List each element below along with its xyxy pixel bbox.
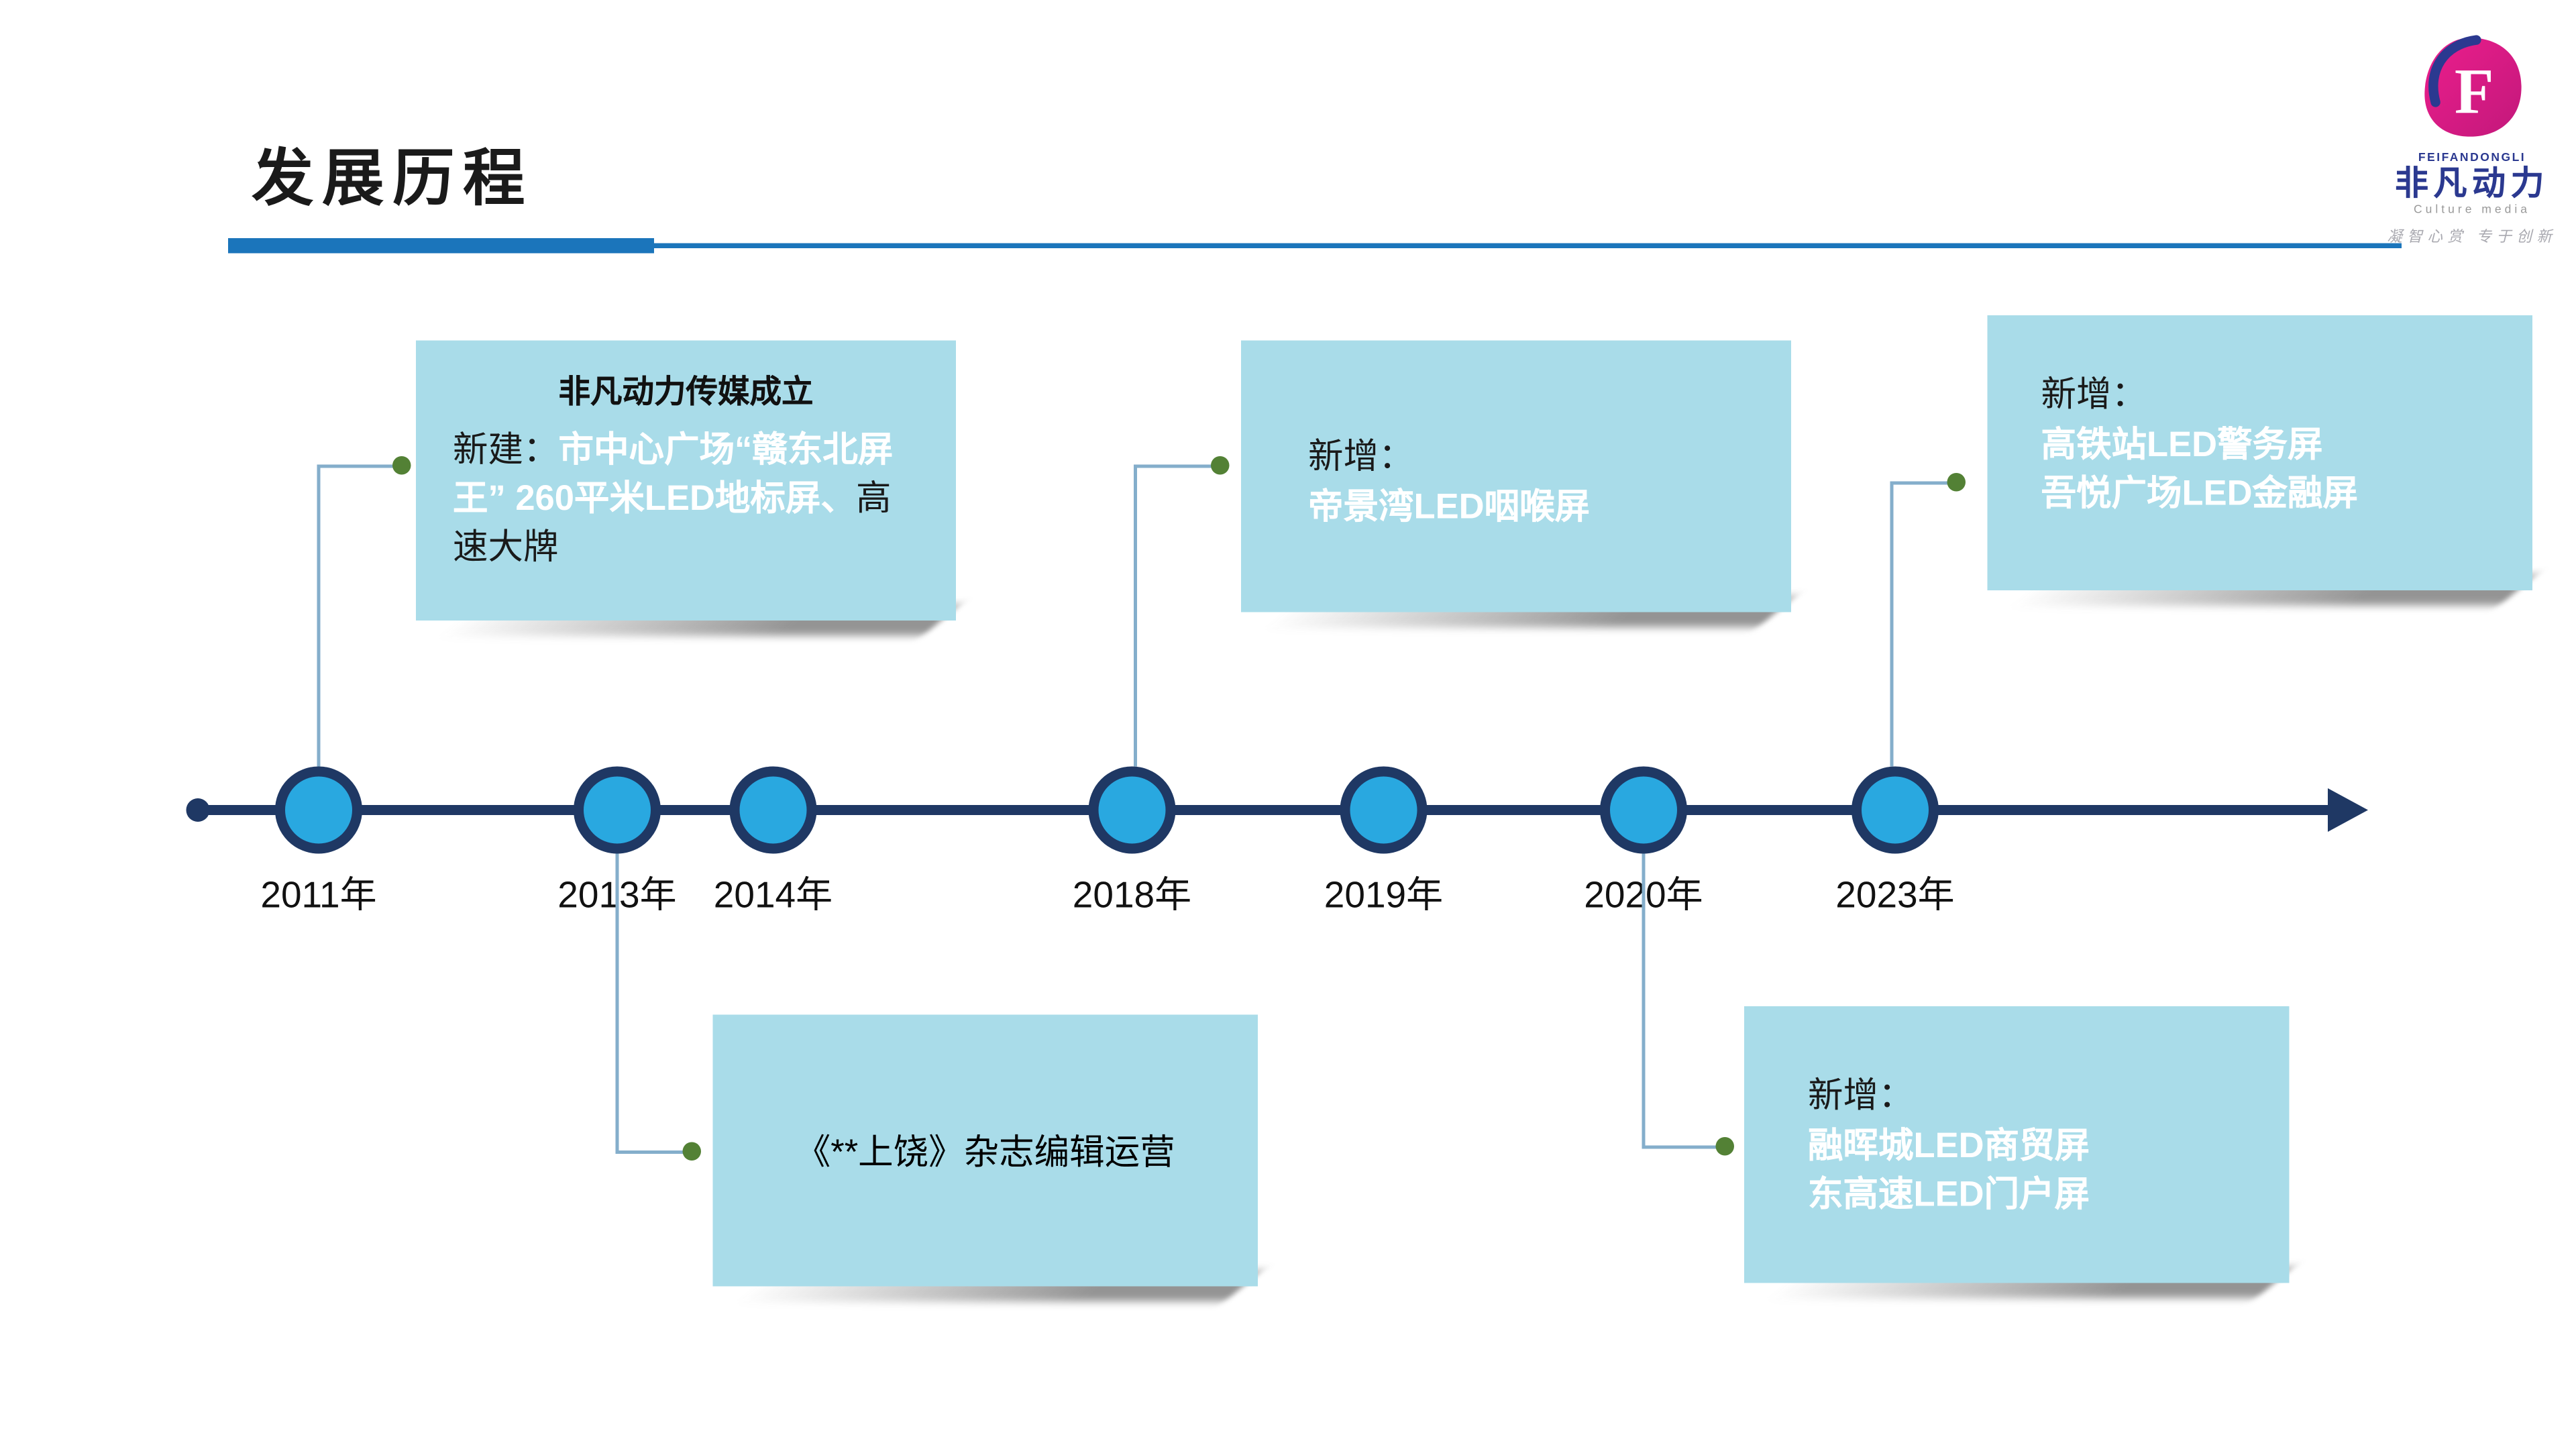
connector-2020-vertical: [1642, 853, 1646, 1149]
connector-2023-vertical: [1890, 483, 1894, 767]
connector-2011-horizontal: [317, 464, 399, 468]
callout-2018-line1: 帝景湾LED咽喉屏: [1308, 488, 1590, 527]
connector-2018-vertical: [1134, 466, 1137, 767]
callout-2020: 新增： 融晖城LED商贸屏 东高速LED门户屏: [1744, 1006, 2290, 1283]
timeline-node-2011: [275, 766, 362, 854]
year-label-2019: 2019年: [1324, 873, 1444, 916]
callout-2020-line1: 融晖城LED商贸屏: [1808, 1126, 2090, 1166]
connector-2013-dot: [682, 1142, 701, 1161]
callout-2018-prefix: 新增：: [1308, 435, 1758, 483]
timeline-node-2020: [1600, 766, 1687, 854]
connector-2018-dot: [1211, 456, 1230, 475]
connector-2018-horizontal: [1134, 464, 1218, 468]
callout-2020-prefix: 新增：: [1808, 1073, 2263, 1122]
callout-2023-prefix: 新增：: [2041, 372, 2506, 421]
connector-2013-vertical: [615, 853, 619, 1154]
callout-2020-line2: 东高速LED门户屏: [1808, 1176, 2090, 1215]
year-label-2023: 2023年: [1835, 873, 1955, 916]
timeline-axis: [198, 805, 2334, 815]
svg-text:F: F: [2455, 55, 2494, 127]
callout-2018: 新增： 帝景湾LED咽喉屏: [1241, 340, 1791, 612]
title-underline-accent: [228, 238, 654, 254]
logo-tagline: Culture media: [2414, 205, 2530, 217]
connector-2023-horizontal: [1890, 481, 1954, 485]
callout-2013: 《**上饶》杂志编辑运营: [712, 1014, 1258, 1287]
connector-2020-horizontal: [1642, 1145, 1723, 1149]
timeline-node-2014: [729, 766, 817, 854]
connector-2011-vertical: [317, 466, 321, 767]
callout-2011-prefix: 新建：: [453, 431, 559, 470]
callout-2011: 非凡动力传媒成立 新建：市中心广场“赣东北屏王” 260平米LED地标屏、高速大…: [416, 340, 956, 621]
timeline-node-2018: [1088, 766, 1176, 854]
callout-2023-line1: 高铁站LED警务屏: [2041, 425, 2323, 465]
timeline-arrow-icon: [2328, 788, 2368, 832]
timeline-node-2013: [574, 766, 661, 854]
logo-brand-en: FEIFANDONGLI: [2418, 153, 2526, 165]
year-label-2011: 2011年: [260, 873, 377, 916]
page-title: 发展历程: [252, 144, 533, 213]
callout-2023-label: 新增：: [2041, 376, 2147, 415]
callout-2011-suffix: 高速大牌: [453, 479, 892, 567]
connector-2013-horizontal: [615, 1150, 691, 1154]
logo-brand-cn: 非凡动力: [2395, 166, 2549, 204]
callout-2011-highlight: 市中心广场“赣东北屏王” 260平米LED地标屏、: [453, 431, 894, 519]
callout-2011-body: 新建：市中心广场“赣东北屏王” 260平米LED地标屏、高速大牌: [453, 428, 919, 574]
callout-2023-line2: 吾悦广场LED金融屏: [2041, 475, 2359, 514]
logo-f-icon: F: [2418, 34, 2526, 150]
company-logo: F FEIFANDONGLI 非凡动力 Culture media 凝智心赏 专…: [2381, 34, 2563, 246]
year-label-2014: 2014年: [713, 873, 833, 916]
connector-2011-dot: [392, 456, 411, 475]
timeline-node-2019: [1340, 766, 1428, 854]
callout-2011-title: 非凡动力传媒成立: [558, 376, 814, 411]
year-label-2018: 2018年: [1072, 873, 1192, 916]
timeline-node-2023: [1851, 766, 1939, 854]
connector-2020-dot: [1715, 1137, 1734, 1156]
callout-2023: 新增： 高铁站LED警务屏 吾悦广场LED金融屏: [1987, 315, 2532, 590]
callout-2013-text: 《**上饶》杂志编辑运营: [795, 1134, 1175, 1173]
callout-2020-label: 新增：: [1808, 1077, 1914, 1116]
connector-2023-dot: [1947, 473, 1966, 492]
callout-2018-label: 新增：: [1308, 437, 1414, 477]
title-underline-rule: [654, 243, 2402, 248]
logo-slogan: 凝智心赏 专于创新: [2387, 229, 2557, 246]
